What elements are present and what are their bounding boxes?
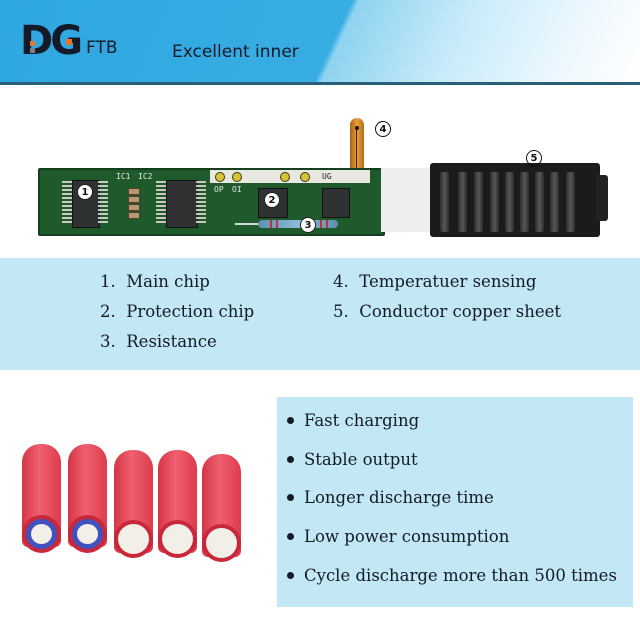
header-divider [0, 82, 640, 85]
feature-item: Longer discharge time [287, 488, 494, 507]
callout-1: 1 [77, 184, 93, 200]
connector-tab [596, 175, 608, 221]
resistor-band [276, 220, 278, 228]
legend-item-1: 1. Main chip [100, 272, 210, 291]
bullet-icon [287, 494, 294, 501]
label-oi: OI [232, 185, 242, 194]
legend-item-2: 2. Protection chip [100, 302, 254, 321]
copper-sheet [490, 172, 499, 232]
bullet-icon [287, 533, 294, 540]
chip-pins [62, 181, 72, 225]
sensor-wire [356, 128, 357, 172]
solder-pad [215, 172, 225, 182]
battery-terminal [206, 528, 237, 558]
feature-label: Stable output [304, 450, 418, 469]
smd-component [128, 188, 140, 195]
solder-pad [232, 172, 242, 182]
copper-sheet [440, 172, 449, 232]
battery-terminal [118, 524, 149, 554]
solder-pad [280, 172, 290, 182]
feature-label: Fast charging [304, 411, 420, 430]
callout-5: 5 [526, 150, 542, 166]
component-legend: 1. Main chip 2. Protection chip 3. Resis… [0, 258, 640, 370]
legend-label: Temperatuer sensing [359, 272, 537, 291]
feature-item: Stable output [287, 450, 418, 469]
logo-ftb-text: FTB [86, 38, 118, 58]
bullet-icon [287, 417, 294, 424]
smd-component [128, 204, 140, 211]
temperature-sensor [350, 118, 364, 176]
features-panel: Fast charging Stable output Longer disch… [277, 397, 633, 607]
resistor [258, 220, 338, 228]
legend-label: Resistance [126, 332, 217, 351]
legend-number: 3. [100, 332, 116, 351]
battery-terminal [31, 524, 52, 544]
logo-accent-square [30, 41, 35, 46]
feature-label: Low power consumption [304, 527, 510, 546]
callout-4: 4 [375, 121, 391, 137]
legend-item-3: 3. Resistance [100, 332, 217, 351]
copper-sheet [535, 172, 544, 232]
legend-label: Conductor copper sheet [359, 302, 562, 321]
resistor-band [326, 220, 328, 228]
label-ic2: IC2 [138, 172, 153, 181]
sensor-tip [355, 126, 359, 130]
legend-number: 1. [100, 272, 116, 291]
feature-label: Cycle discharge more than 500 times [304, 566, 617, 585]
copper-sheet [520, 172, 529, 232]
label-op: OP [214, 185, 224, 194]
copper-sheet [566, 172, 575, 232]
secondary-chip [166, 180, 198, 228]
legend-label: Protection chip [126, 302, 255, 321]
logo-accent-square [66, 39, 72, 45]
callout-3: 3 [300, 217, 316, 233]
resistor-band [270, 220, 272, 228]
feature-item: Cycle discharge more than 500 times [287, 566, 617, 585]
copper-sheet [505, 172, 514, 232]
header-banner [0, 0, 640, 82]
silkscreen-strip [210, 170, 370, 183]
feature-item: Low power consumption [287, 527, 509, 546]
feature-label: Longer discharge time [304, 488, 494, 507]
bullet-icon [287, 572, 294, 579]
tagline: Excellent inner [172, 42, 299, 62]
label-ic1: IC1 [116, 172, 131, 181]
bullet-icon [287, 456, 294, 463]
legend-number: 5. [333, 302, 349, 321]
battery-terminal [162, 524, 193, 554]
feature-item: Fast charging [287, 411, 419, 430]
label-ug: UG [322, 172, 332, 181]
chip-pins [196, 181, 206, 225]
callout-2: 2 [264, 192, 280, 208]
legend-label: Main chip [126, 272, 210, 291]
battery-terminal [77, 524, 98, 544]
legend-item-4: 4. Temperatuer sensing [333, 272, 536, 291]
resistor-band [320, 220, 322, 228]
smd-component [128, 212, 140, 219]
insulation-block [381, 168, 431, 232]
chip-pins [98, 181, 108, 225]
solder-pad [300, 172, 310, 182]
copper-sheet [550, 172, 559, 232]
copper-sheet [458, 172, 467, 232]
mosfet-chip [322, 188, 350, 218]
legend-item-5: 5. Conductor copper sheet [333, 302, 561, 321]
logo-accent-square [30, 48, 35, 53]
chip-pins [156, 181, 166, 225]
copper-sheet [474, 172, 483, 232]
legend-number: 2. [100, 302, 116, 321]
smd-component [128, 196, 140, 203]
legend-number: 4. [333, 272, 349, 291]
